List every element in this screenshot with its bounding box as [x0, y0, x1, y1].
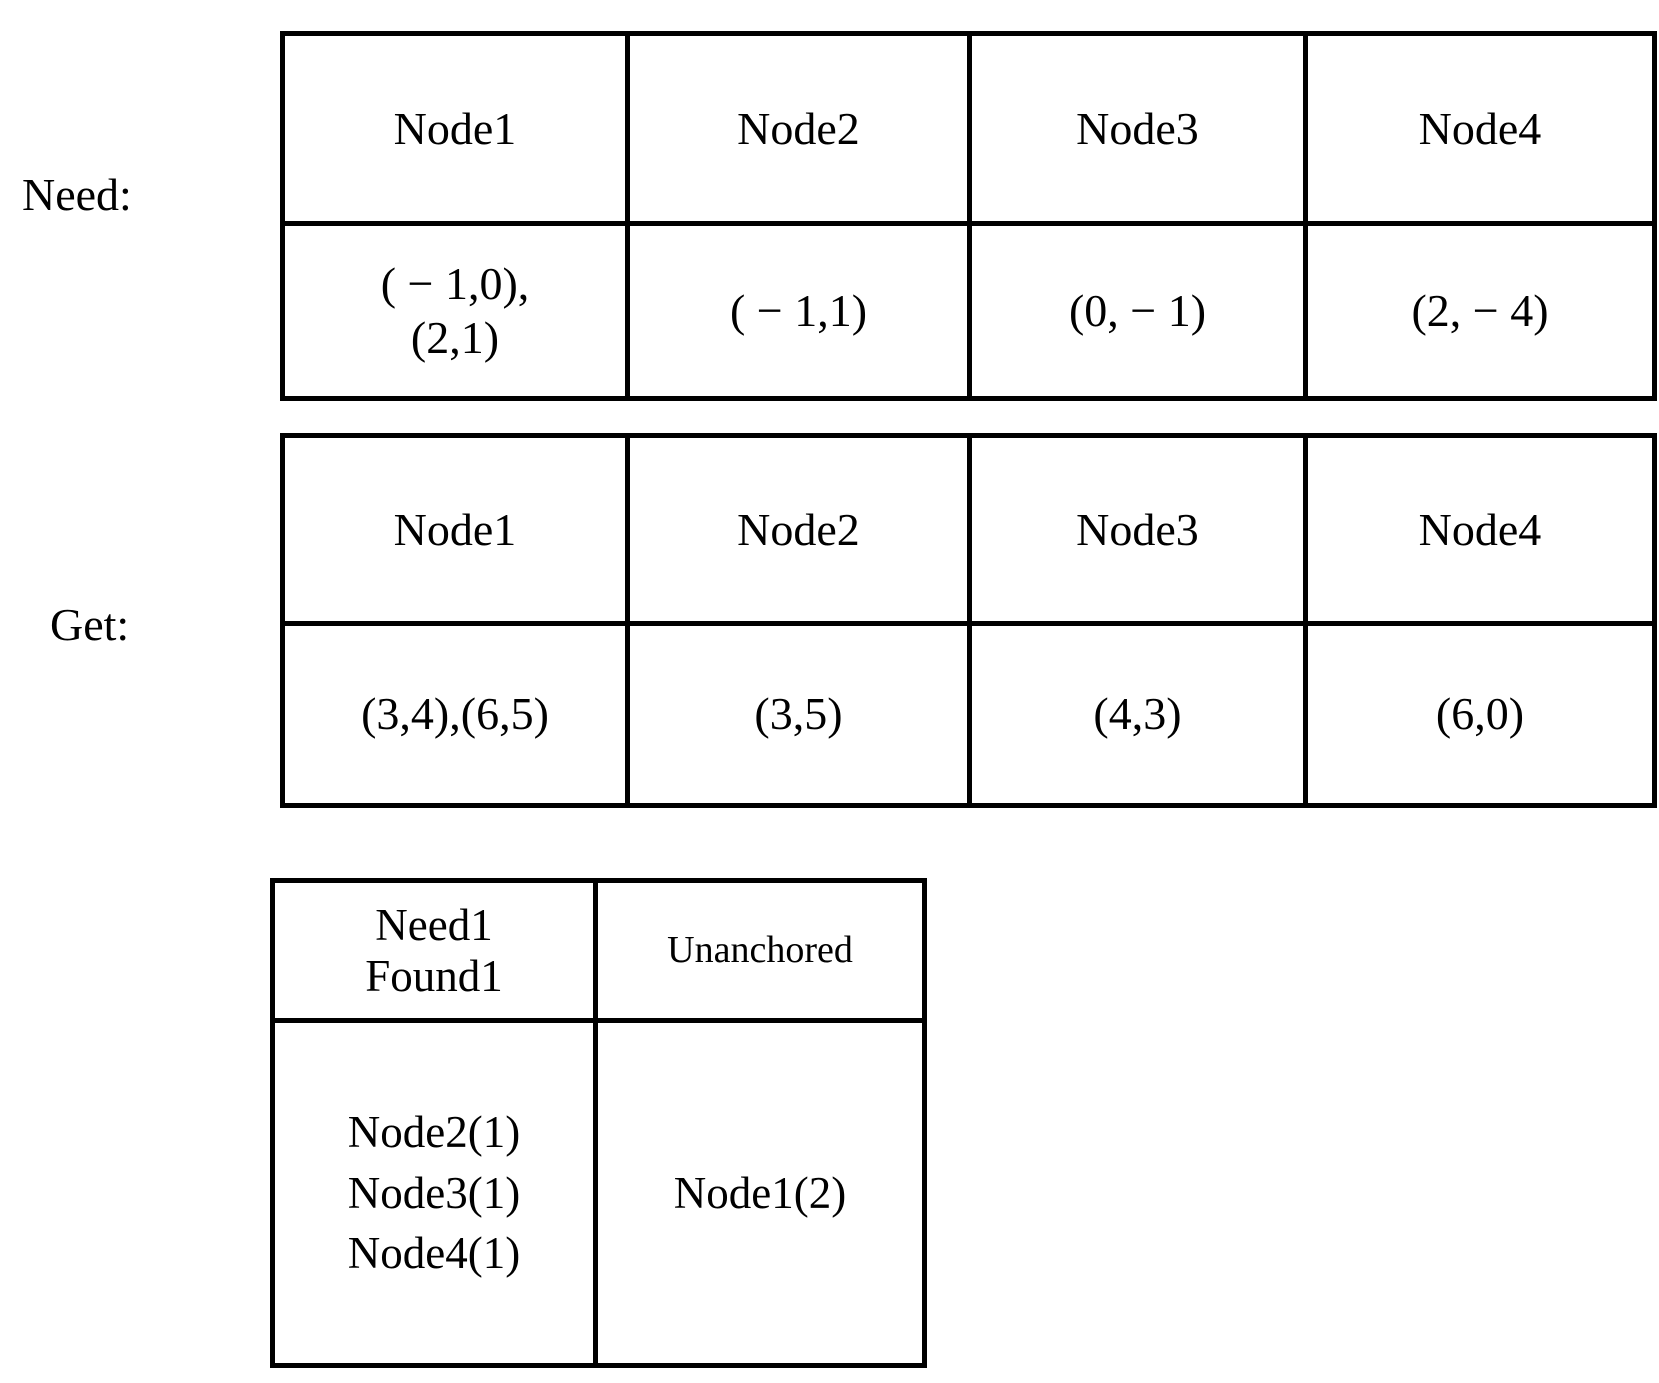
need-value-node1-line2: (2,1) [410, 312, 500, 363]
get-header-node3: Node3 [967, 433, 1308, 626]
get-value-node1: (3,4),(6,5) [280, 621, 630, 808]
summary-found-item-1: Node2(1) [347, 1106, 521, 1157]
summary-header-found-line: Found1 [365, 950, 503, 1001]
summary-table: Need1 Found1 Unanchored Node2(1) Node3(1… [270, 878, 927, 1368]
need-value-node3: (0, − 1) [967, 221, 1308, 401]
need-value-node1: ( − 1,0), (2,1) [280, 221, 630, 401]
get-value-node4: (6,0) [1303, 621, 1657, 808]
need-header-node4: Node4 [1303, 31, 1657, 226]
need-value-node1-line1: ( − 1,0), [380, 257, 530, 309]
need-header-node1: Node1 [280, 31, 630, 226]
summary-table-header-row: Need1 Found1 Unanchored [270, 878, 927, 1023]
get-table-value-row: (3,4),(6,5) (3,5) (4,3) (6,0) [280, 621, 1657, 808]
summary-found-list: Node2(1) Node3(1) Node4(1) [270, 1018, 598, 1368]
summary-table-value-row: Node2(1) Node3(1) Node4(1) Node1(2) [270, 1018, 927, 1368]
summary-unanchored-value: Node1(2) [593, 1018, 927, 1368]
need-table: Node1 Node2 Node3 Node4 ( − 1,0), (2,1) … [280, 31, 1657, 401]
need-value-node2: ( − 1,1) [625, 221, 972, 401]
summary-found-item-3: Node4(1) [347, 1228, 521, 1279]
need-header-node3: Node3 [967, 31, 1308, 226]
summary-header-need-found: Need1 Found1 [270, 878, 598, 1023]
summary-header-need-line: Need1 [375, 900, 493, 951]
need-table-header-row: Node1 Node2 Node3 Node4 [280, 31, 1657, 226]
need-table-value-row: ( − 1,0), (2,1) ( − 1,1) (0, − 1) (2, − … [280, 221, 1657, 401]
get-value-node2: (3,5) [625, 621, 972, 808]
need-header-node2: Node2 [625, 31, 972, 226]
get-table-header-row: Node1 Node2 Node3 Node4 [280, 433, 1657, 626]
get-table: Node1 Node2 Node3 Node4 (3,4),(6,5) (3,5… [280, 433, 1657, 808]
need-value-node4: (2, − 4) [1303, 221, 1657, 401]
get-header-node4: Node4 [1303, 433, 1657, 626]
get-row-label: Get: [50, 599, 130, 650]
summary-header-unanchored: Unanchored [593, 878, 927, 1023]
summary-found-item-2: Node3(1) [347, 1167, 521, 1218]
need-row-label: Need: [22, 169, 132, 220]
get-header-node1: Node1 [280, 433, 630, 626]
get-value-node3: (4,3) [967, 621, 1308, 808]
get-header-node2: Node2 [625, 433, 972, 626]
